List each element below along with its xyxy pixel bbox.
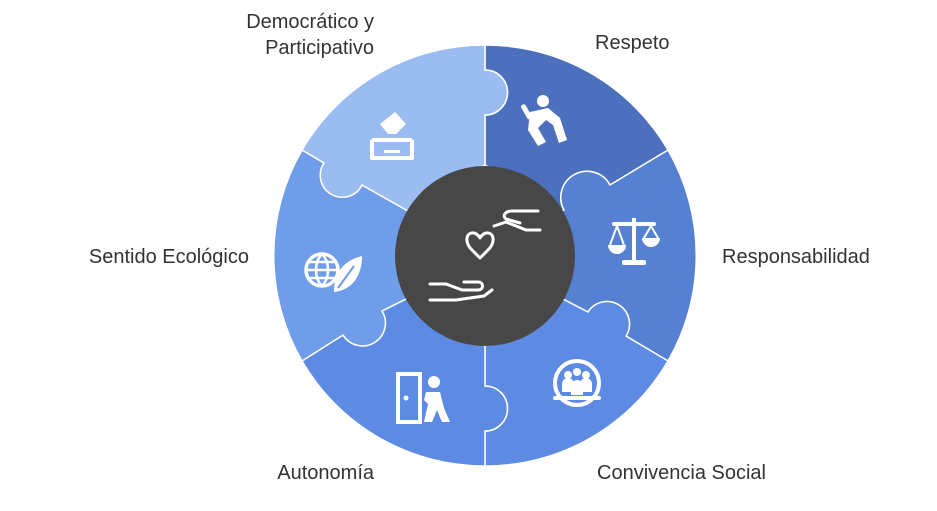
label-responsabilidad: Responsabilidad [722,246,870,268]
label-democratico: Democrático y Participativo [246,9,374,61]
label-respeto: Respeto [595,32,670,54]
scales-icon [608,218,660,265]
center-circle [395,166,575,346]
label-democratico-line2: Participativo [265,37,374,59]
label-ecologico: Sentido Ecológico [88,246,249,268]
label-autonomia: Autonomía [277,462,374,484]
community-icon [553,359,601,407]
label-convivencia: Convivencia Social [597,462,766,484]
hands-heart-icon [428,209,542,302]
label-democratico-line1: Democrático y [246,11,374,33]
globe-leaf-icon [304,252,362,292]
bowing-person-icon [521,95,567,146]
ballot-box-icon [370,112,414,160]
person-exiting-door-icon [396,372,450,424]
